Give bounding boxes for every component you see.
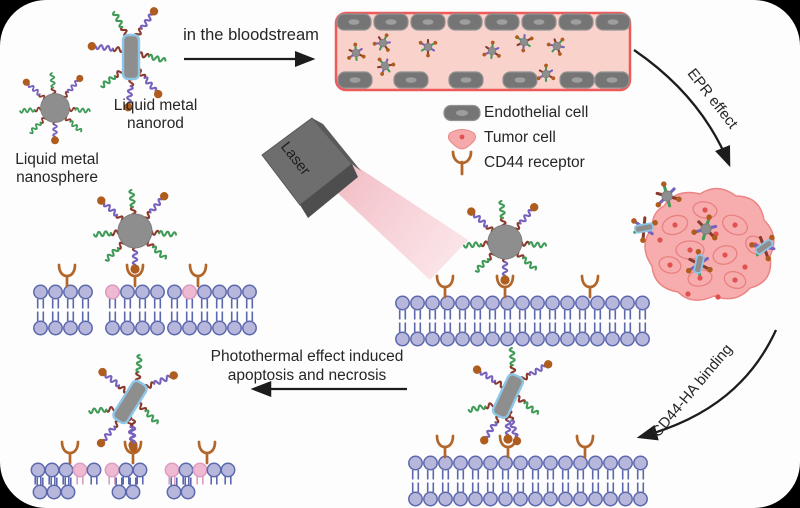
label-line: apoptosis and necrosis (227, 367, 387, 384)
legend-label: Tumor cell (484, 128, 556, 146)
label-in-the-bloodstream: in the bloodstream (183, 26, 319, 44)
label-line: nanorod (127, 115, 184, 132)
label-liquid-metal-nanorod: Liquid metal nanorod (98, 97, 213, 133)
tumor-mass (631, 181, 785, 301)
legend-item-cd44-receptor: CD44 receptor (440, 150, 588, 175)
membrane-scene-bottom-middle (408, 331, 648, 507)
liquid-metal-nanorod-graphic (87, 5, 166, 111)
legend-item-tumor-cell: Tumor cell (440, 125, 588, 150)
label-liquid-metal-nanosphere: Liquid metal nanosphere (2, 151, 112, 187)
laser-graphic (261, 117, 468, 280)
cd44-ha-binding-arrow (636, 329, 778, 441)
legend: Endothelial cell Tumor cell CD44 recepto… (440, 100, 588, 175)
label-photothermal: Photothermal effect induced apoptosis an… (204, 347, 410, 385)
legend-item-endothelial-cell: Endothelial cell (440, 100, 588, 125)
cd44-receptor-icon (440, 150, 484, 176)
membrane-scene-center (395, 201, 650, 347)
legend-label: Endothelial cell (484, 103, 589, 121)
label-line: Liquid metal (15, 151, 99, 168)
legend-label: CD44 receptor (484, 153, 585, 171)
label-line: Liquid metal (113, 97, 198, 114)
label-line: Photothermal effect induced (210, 348, 404, 365)
endothelial-cell-icon (440, 103, 484, 123)
tumor-cell-icon (440, 126, 484, 150)
liquid-metal-nanosphere-graphic (20, 73, 90, 144)
membrane-scene-left (33, 190, 257, 336)
laser-beam (326, 162, 468, 280)
blood-vessel (334, 11, 632, 92)
label-line: nanosphere (16, 169, 98, 186)
epr-effect-arrow (633, 49, 731, 168)
